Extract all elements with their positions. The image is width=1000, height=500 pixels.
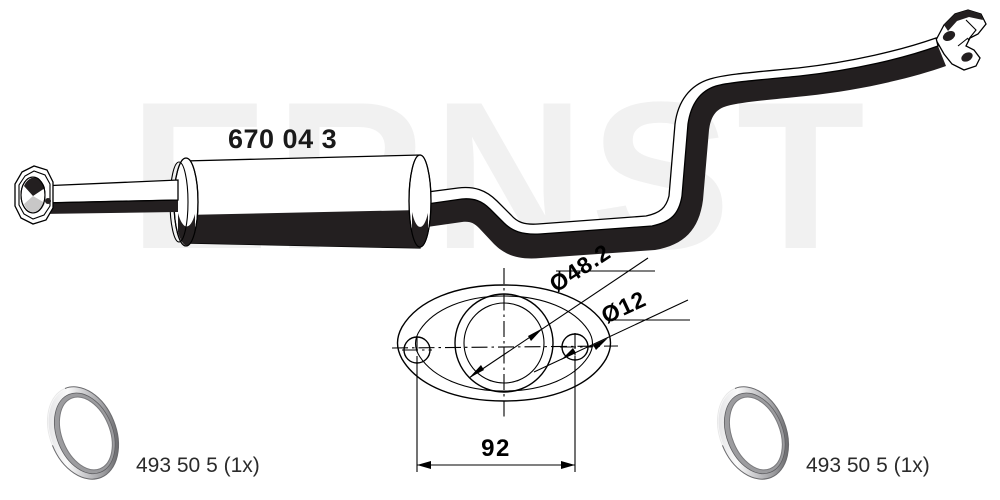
gasket-right-label: 493 50 5 (1x) (806, 454, 930, 477)
bore-diameter-leader (468, 257, 655, 379)
bolt-spacing-dimension (416, 356, 576, 472)
bolt-spacing-text: 92 (481, 435, 511, 462)
part-number-label: 670 04 3 (228, 124, 337, 154)
outlet-bracket-flange (935, 9, 987, 71)
inlet-pipe (39, 179, 179, 214)
gasket-left (46, 386, 119, 480)
gasket-left-label: 493 50 5 (1x) (136, 454, 260, 477)
silencer-body (169, 154, 432, 249)
outlet-pipe-shading (420, 46, 946, 259)
bolt-hole-diameter-leader (533, 299, 690, 373)
gasket-right (716, 386, 789, 480)
inlet-flange (14, 165, 54, 225)
